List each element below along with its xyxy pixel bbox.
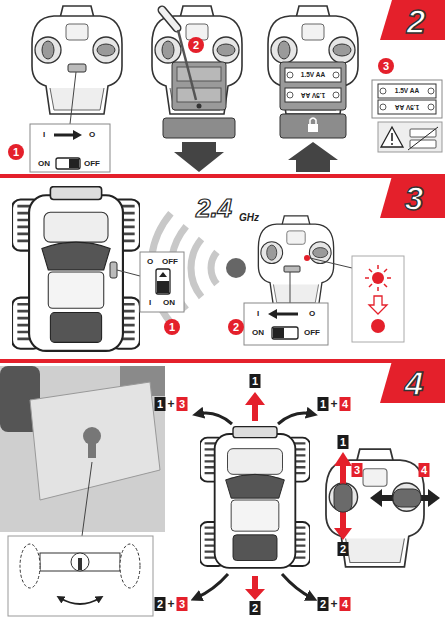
step-number: 2: [407, 4, 426, 38]
direction-key: 1: [155, 397, 166, 411]
direction-key: 2: [250, 601, 261, 615]
callout-number: 2: [188, 37, 204, 53]
switch-label: O: [309, 310, 315, 318]
direction-key: 4: [340, 397, 351, 411]
step-number: 3: [405, 181, 424, 215]
callout-number: 1: [164, 319, 180, 335]
remote-pair-step: [244, 216, 404, 345]
switch-label: I: [149, 299, 151, 307]
plus-sign: +: [167, 598, 174, 610]
direction-key: 4: [419, 463, 430, 477]
battery-label: 1.5V AA: [395, 88, 419, 95]
remote-power-step: [30, 6, 122, 172]
battery-label: 1.5V AA: [395, 104, 419, 111]
direction-key: 3: [177, 397, 188, 411]
plus-sign: +: [330, 598, 337, 610]
warning-box: [378, 122, 442, 152]
remote-open-cover: [152, 6, 242, 172]
direction-key: 1: [250, 374, 261, 388]
callout-number: 3: [378, 58, 394, 74]
switch-label: OFF: [304, 329, 320, 337]
direction-key: 3: [352, 463, 363, 477]
switch-label: ON: [38, 160, 50, 168]
car-power-step: [12, 187, 184, 351]
car-underside-photo: [0, 366, 165, 616]
callout-number: 2: [228, 319, 244, 335]
direction-key: 2: [155, 597, 166, 611]
section-bars: [0, 0, 445, 403]
callout-number: 1: [8, 144, 24, 160]
step-number: 4: [405, 366, 424, 400]
plus-sign: +: [167, 398, 174, 410]
frequency-logo: GHz: [239, 213, 259, 223]
car-direction-diagram: [196, 392, 312, 600]
switch-label: O: [89, 131, 95, 139]
direction-key: 4: [340, 597, 351, 611]
remote-controls: [326, 449, 440, 567]
step-panel: 2: [0, 0, 445, 174]
switch-label: I: [43, 131, 45, 139]
switch-label: ON: [163, 299, 175, 307]
battery-label: 1.5V AA: [301, 72, 325, 79]
switch-label: O: [147, 258, 153, 266]
step-panel: 4: [0, 363, 445, 623]
switch-label: ON: [252, 329, 264, 337]
switch-label: OFF: [84, 160, 100, 168]
switch-label: OFF: [162, 258, 178, 266]
frequency-logo: 2.4: [196, 195, 232, 221]
switch-label: I: [257, 310, 259, 318]
plus-sign: +: [330, 398, 337, 410]
direction-key: 2: [338, 542, 349, 556]
direction-key: 1: [318, 397, 329, 411]
direction-key: 2: [318, 597, 329, 611]
direction-key: 3: [177, 597, 188, 611]
battery-label: 1.5V AA: [301, 92, 325, 99]
direction-key: 1: [338, 435, 349, 449]
